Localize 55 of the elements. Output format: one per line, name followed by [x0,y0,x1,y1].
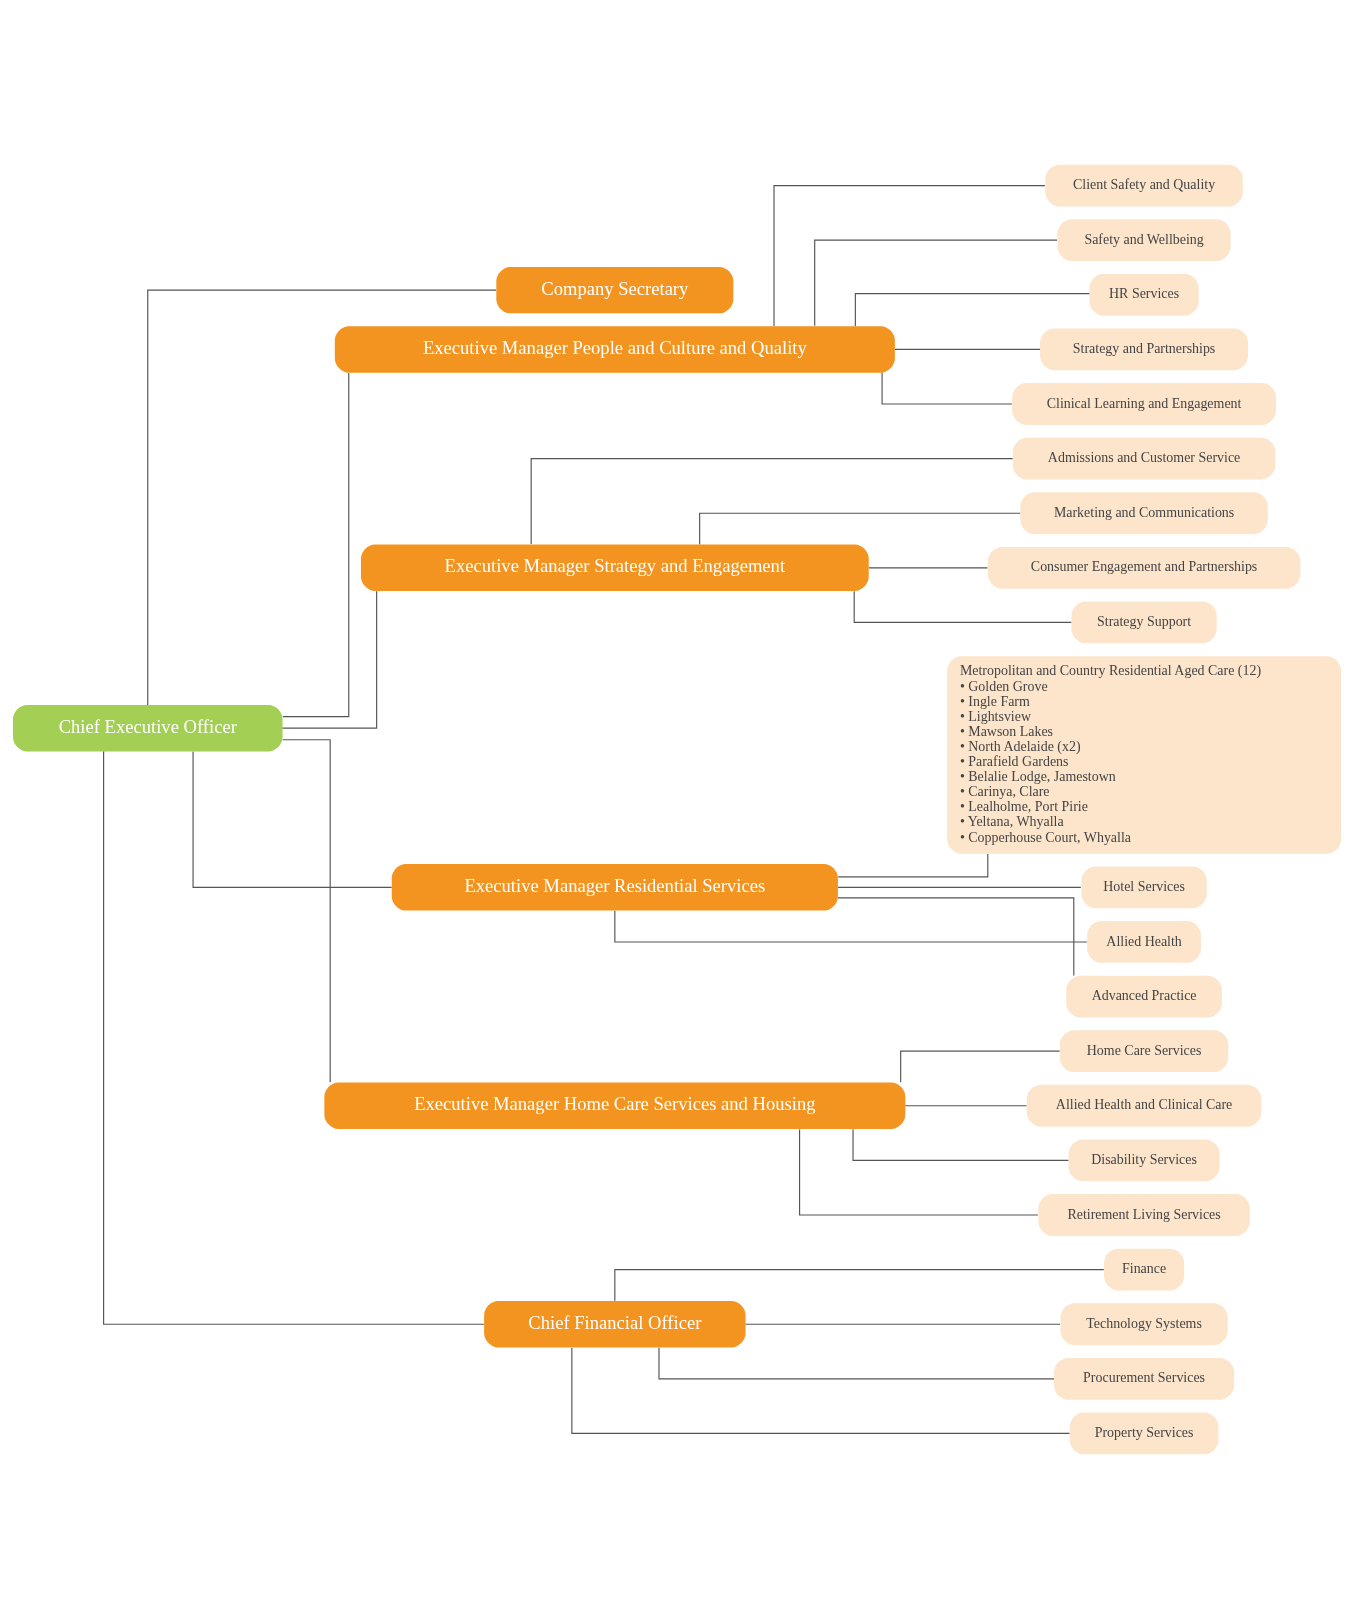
connector [192,750,393,888]
node-box: Strategy and Partnerships [1040,327,1249,370]
connector [530,457,1014,545]
connector [745,1323,1061,1325]
connector [837,886,1082,888]
node-box: Advanced Practice [1066,975,1222,1017]
connector [282,371,350,717]
node-box: Executive Manager Home Care Services and Housing [324,1082,906,1129]
connector [814,239,1058,326]
node-box: Metropolitan and Country Residential Aged Care (12) • Golden Grove • Ingle Farm • Lightsview • Mawson Lakes • North Adelaide (x2) • Parafield Gardens • Belalie Lodge, Jamestown • Carinya, Clare • Lealholme, Port Pirie • Yeltana, Whyalla • Copperhouse Court, Whyalla [947,655,1341,854]
connector [147,289,497,705]
node-box: Hotel Services [1081,865,1207,908]
node-box: Chief Executive Officer [13,704,283,751]
connector [894,348,1041,350]
node-box: Safety and Wellbeing [1057,218,1231,261]
node-box: Chief Financial Officer [484,1300,746,1347]
node-box: Allied Health and Clinical Care [1026,1084,1262,1127]
connector [868,566,989,568]
node-box: Executive Manager Strategy and Engagement [360,544,869,591]
node-box: Technology Systems [1060,1302,1228,1345]
connector [773,184,1046,326]
node-box: Home Care Services [1059,1029,1229,1072]
node-box: Consumer Engagement and Partnerships [987,546,1301,589]
connector [837,896,1075,976]
node-box: Strategy Support [1071,601,1217,643]
node-box: Property Services [1069,1412,1219,1454]
node-box: Company Secretary [496,266,734,313]
connector [614,1268,1105,1301]
connector [854,292,1090,327]
node-box: Disability Services [1068,1139,1220,1181]
connector [852,1128,1069,1161]
connector [614,909,1088,943]
node-box: Client Safety and Quality [1045,164,1243,206]
connector [881,371,1013,405]
connector [853,590,1072,623]
node-box: Procurement Services [1054,1357,1235,1400]
connector [571,1346,1071,1434]
connector [799,1128,1039,1216]
connector [904,1104,1028,1106]
node-box: Retirement Living Services [1038,1193,1250,1236]
connector [282,590,378,729]
connector [837,852,989,877]
node-box: Admissions and Customer Service [1012,437,1276,479]
connector [282,738,331,1083]
node-box: Executive Manager Residential Services [391,863,838,911]
node-box: Allied Health [1087,920,1201,963]
node-box: Executive Manager People and Culture and Quality [334,325,895,373]
connector [900,1050,1061,1083]
node-box: Marketing and Communications [1020,491,1268,534]
connector [103,750,485,1325]
node-box: Clinical Learning and Engagement [1012,382,1276,425]
node-box: HR Services [1089,273,1199,316]
node-box: Finance [1104,1248,1185,1291]
connector [699,512,1021,545]
connector [658,1346,1055,1379]
